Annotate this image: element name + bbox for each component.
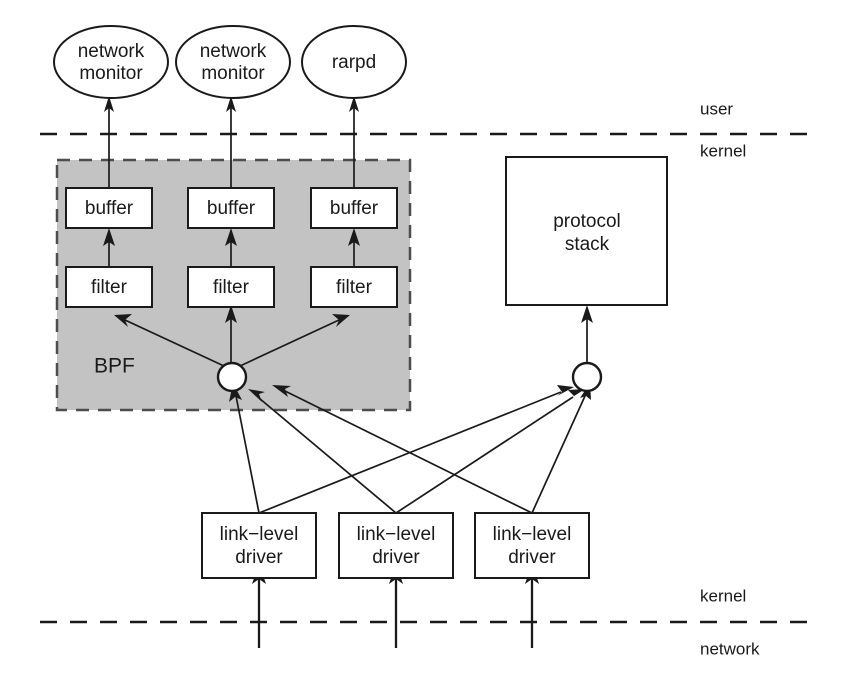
protocol-stack-label-line2: stack [565, 234, 610, 255]
user-process-2[interactable]: network monitor [175, 25, 291, 99]
arrow-driver2-to-bpf-tap [258, 397, 397, 514]
driver-label-line2: driver [372, 547, 420, 568]
arrowhead-tap-to-filter1 [114, 314, 132, 327]
driver-label-line2: driver [508, 547, 556, 568]
arrowhead-driver2-to-stack-tap [568, 389, 585, 400]
buffer-label: buffer [207, 198, 256, 219]
arrowhead-tap-to-filter3 [332, 314, 350, 327]
process-label-line1: network [78, 41, 145, 62]
boundary-label-kernel: kernel [700, 586, 746, 605]
filter-box-2[interactable]: filter [187, 266, 275, 308]
filter-label: filter [213, 277, 250, 298]
buffer-rect [187, 187, 275, 229]
protocol-stack-rect [505, 156, 668, 306]
driver-to-bpf-tap-arrows [229, 383, 533, 514]
arrow-tap-to-filter3 [239, 319, 340, 367]
filter-label: filter [336, 277, 373, 298]
driver-label-line1: link−level [493, 524, 572, 545]
filter-box-1[interactable]: filter [65, 266, 153, 308]
arrowhead-driver3-to-bpf-tap [272, 385, 291, 397]
arrowhead-filter1-to-buffer1 [103, 228, 115, 246]
buffer-rect [310, 187, 398, 229]
process-ellipse [301, 25, 407, 99]
arrowhead-tap-to-filter2 [225, 305, 237, 323]
arrow-driver3-to-stack-tap [531, 395, 586, 514]
arrow-tap-to-filter1 [124, 319, 225, 367]
filter-rect [65, 266, 153, 308]
link-level-driver-2[interactable]: link−level driver [338, 512, 454, 579]
tap-to-stack-arrow [581, 305, 593, 363]
arrowhead-buffer2-to-proc2 [226, 96, 236, 112]
filter-rect [187, 266, 275, 308]
process-label-line1: network [200, 41, 267, 62]
arrow-driver3-to-bpf-tap [284, 390, 533, 514]
buffer-box-2[interactable]: buffer [187, 187, 275, 229]
arrowhead-buffer3-to-proc3 [349, 96, 359, 112]
driver-rect [201, 512, 317, 579]
boundary-label-user: user [700, 99, 733, 118]
filter-box-3[interactable]: filter [310, 266, 398, 308]
driver-rect [338, 512, 454, 579]
boundary-label-kernel: kernel [700, 141, 746, 160]
filter-label: filter [91, 277, 128, 298]
arrow-driver1-to-bpf-tap [235, 395, 260, 514]
buffer-box-1[interactable]: buffer [65, 187, 153, 229]
user-process-1[interactable]: network monitor [53, 25, 169, 99]
buffer-label: buffer [85, 198, 134, 219]
link-level-driver-1[interactable]: link−level driver [201, 512, 317, 579]
filter-rect [310, 266, 398, 308]
protocol-stack-tap-circle[interactable] [571, 361, 603, 393]
buffer-to-process-arrows [104, 96, 359, 188]
process-label-line1: rarpd [332, 52, 376, 73]
process-ellipse [53, 25, 169, 99]
protocol-stack-box[interactable]: protocol stack [505, 156, 668, 306]
user-process-3[interactable]: rarpd [301, 25, 407, 99]
process-label-line2: monitor [79, 63, 143, 84]
bpf-tap-circle[interactable] [216, 361, 248, 393]
driver-label-line1: link−level [357, 524, 436, 545]
boundary-label-network: network [700, 639, 760, 658]
link-level-driver-3[interactable]: link−level driver [474, 512, 590, 579]
arrow-driver1-to-stack-tap [258, 391, 562, 514]
arrowhead-tap-to-protocol-stack [581, 305, 593, 323]
bpf-region-label: BPF [94, 355, 135, 378]
driver-label-line1: link−level [220, 524, 299, 545]
tap-to-filter-arrows [114, 305, 350, 367]
arrowhead-filter3-to-buffer3 [348, 228, 360, 246]
driver-label-line2: driver [235, 547, 283, 568]
buffer-rect [65, 187, 153, 229]
process-label-line2: monitor [201, 63, 265, 84]
process-ellipse [175, 25, 291, 99]
buffer-label: buffer [330, 198, 379, 219]
boundary-kernel-network: kernel network [40, 586, 815, 658]
arrow-driver2-to-stack-tap [395, 396, 574, 514]
filter-to-buffer-arrows [103, 228, 360, 267]
tap-circles-group [216, 361, 603, 393]
boundary-user-kernel: user kernel [40, 99, 815, 160]
protocol-stack-label-line1: protocol [553, 211, 621, 232]
arrowhead-driver2-to-bpf-tap [248, 389, 265, 402]
arrowhead-driver1-to-stack-tap [557, 385, 574, 396]
buffer-box-3[interactable]: buffer [310, 187, 398, 229]
driver-rect [474, 512, 590, 579]
arrowhead-filter2-to-buffer2 [225, 228, 237, 246]
arrowhead-buffer1-to-proc1 [104, 96, 114, 112]
